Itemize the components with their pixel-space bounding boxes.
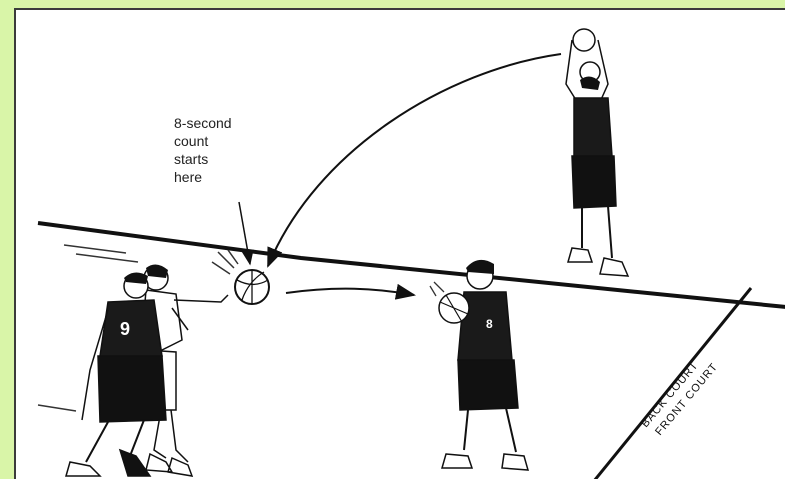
annotation-line: starts xyxy=(174,150,232,168)
player-receiver-number: 8 xyxy=(486,317,493,331)
annotation-line: 8-second xyxy=(174,114,232,132)
pointer-arrow xyxy=(239,202,250,264)
player-nine-number: 9 xyxy=(120,319,130,339)
count-annotation: 8-second count starts here xyxy=(174,114,232,186)
diagram-frame: 9 8 xyxy=(14,8,785,479)
annotation-line: count xyxy=(174,132,232,150)
player-receiver: 8 xyxy=(430,260,528,470)
annotation-line: here xyxy=(174,168,232,186)
pass-arrow xyxy=(286,289,414,295)
player-nine: 9 xyxy=(66,272,166,476)
pass-arc xyxy=(268,54,561,266)
basketball-icon xyxy=(212,250,269,304)
court-scene: 9 8 xyxy=(16,10,785,479)
player-shooter xyxy=(566,29,628,276)
